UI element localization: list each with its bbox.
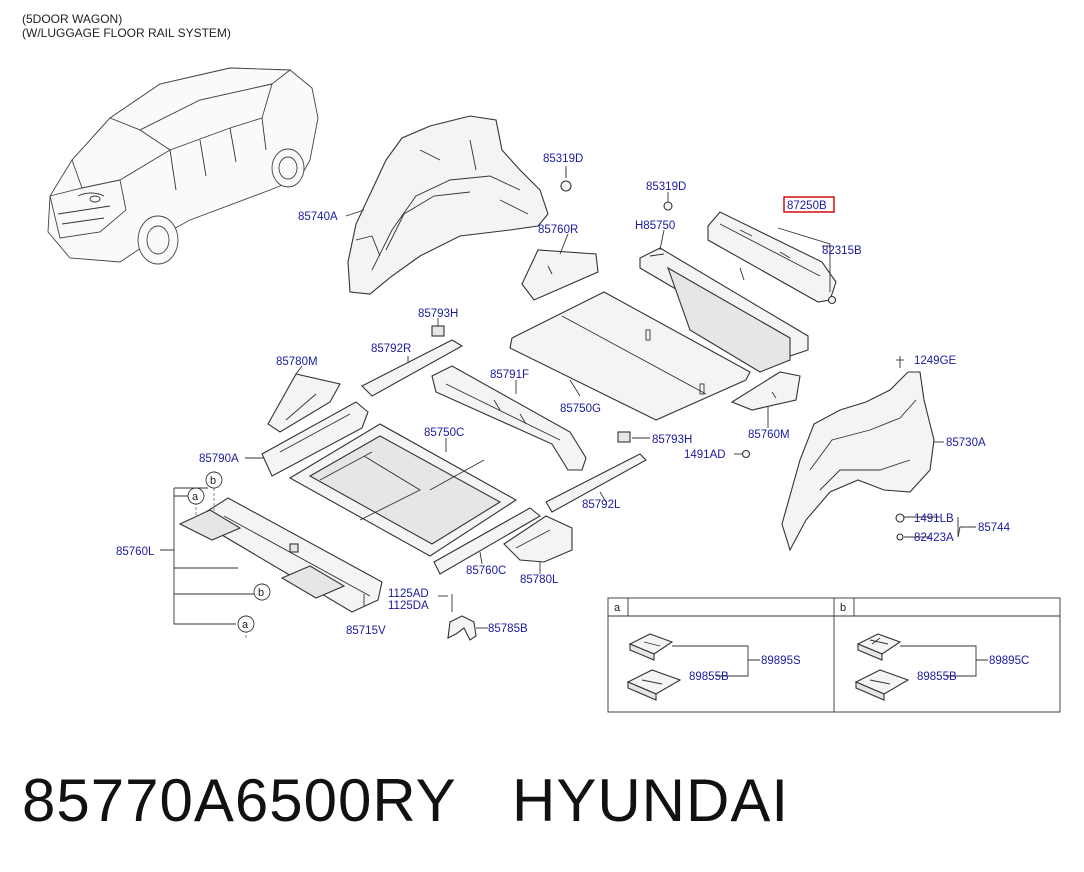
part-89855B-base-a[interactable] bbox=[626, 669, 682, 701]
detail-b-header: b bbox=[840, 602, 846, 614]
label-85780M[interactable]: 85780M bbox=[276, 356, 318, 368]
part-85750C-luggage-tray[interactable] bbox=[288, 423, 518, 557]
label-82315B[interactable]: 82315B bbox=[822, 245, 862, 257]
part-85780L-side-cover[interactable] bbox=[503, 515, 573, 563]
svg-text:a: a bbox=[242, 619, 249, 631]
label-85791F[interactable]: 85791F bbox=[490, 369, 529, 381]
label-1125AD[interactable]: 1125AD bbox=[388, 588, 429, 600]
label-85793H-upper[interactable]: 85793H bbox=[418, 308, 458, 320]
part-89895S-cover[interactable] bbox=[628, 633, 674, 661]
part-85780M-side-cover[interactable] bbox=[267, 373, 341, 433]
label-85780L[interactable]: 85780L bbox=[520, 574, 559, 586]
detail-box: a b 89895S 89855B 89895C 89855B bbox=[607, 597, 1061, 713]
part-85785B-bracket[interactable] bbox=[447, 594, 477, 641]
part-85730A-right-quarter-trim[interactable] bbox=[781, 371, 935, 552]
svg-text:a: a bbox=[192, 491, 199, 503]
part-1491AD-clip[interactable] bbox=[741, 449, 751, 459]
label-85730A[interactable]: 85730A bbox=[946, 437, 986, 449]
highlight-box-87250B bbox=[783, 196, 835, 213]
label-89855B-a[interactable]: 89855B bbox=[689, 671, 729, 683]
label-85790A[interactable]: 85790A bbox=[199, 453, 239, 465]
label-85785B[interactable]: 85785B bbox=[488, 623, 528, 635]
part-85760R-cover[interactable] bbox=[521, 249, 599, 301]
part-85791F-cross-bar[interactable] bbox=[431, 365, 587, 471]
label-85319D-left[interactable]: 85319D bbox=[543, 153, 583, 165]
part-85793H-clip-upper[interactable] bbox=[431, 325, 445, 337]
part-89855B-base-b[interactable] bbox=[854, 669, 910, 701]
svg-text:b: b bbox=[258, 587, 264, 599]
label-85740A[interactable]: 85740A bbox=[298, 211, 338, 223]
label-85715V[interactable]: 85715V bbox=[346, 625, 386, 637]
part-82423A-clip[interactable] bbox=[896, 533, 904, 541]
label-89855B-b[interactable]: 89855B bbox=[917, 671, 957, 683]
label-1125DA[interactable]: 1125DA bbox=[388, 600, 429, 612]
label-85792R[interactable]: 85792R bbox=[371, 343, 411, 355]
part-1491LB-clip[interactable] bbox=[895, 513, 905, 523]
part-85760C-rail[interactable] bbox=[433, 507, 541, 575]
part-floor-plate-right bbox=[280, 565, 346, 599]
label-85792L[interactable]: 85792L bbox=[582, 499, 621, 511]
leader-lines bbox=[160, 166, 976, 640]
part-85740A-left-quarter-trim[interactable] bbox=[347, 115, 549, 295]
footer-brand: HYUNDAI bbox=[512, 767, 790, 834]
callout-a-top: a bbox=[187, 487, 205, 505]
label-85319D-right[interactable]: 85319D bbox=[646, 181, 686, 193]
label-85750G[interactable]: 85750G bbox=[560, 403, 601, 415]
part-87250B-trunk-sill-plate[interactable] bbox=[707, 211, 837, 303]
callout-b-top: b bbox=[205, 471, 223, 489]
part-82315B-clip[interactable] bbox=[827, 295, 837, 305]
part-85750G-luggage-board[interactable] bbox=[509, 291, 751, 421]
label-1491AD[interactable]: 1491AD bbox=[684, 449, 726, 461]
part-85319D-clip-left[interactable] bbox=[560, 180, 572, 192]
label-89895S[interactable]: 89895S bbox=[761, 655, 801, 667]
part-85792L-rail[interactable] bbox=[545, 453, 647, 513]
label-82423A[interactable]: 82423A bbox=[914, 532, 954, 544]
part-85790A-rear-sill-rail[interactable] bbox=[261, 401, 369, 477]
part-floor-plate-left bbox=[178, 509, 242, 541]
svg-text:b: b bbox=[210, 475, 216, 487]
part-85792R-rail[interactable] bbox=[361, 339, 464, 397]
part-89895C-cover[interactable] bbox=[856, 633, 902, 661]
label-89895C[interactable]: 89895C bbox=[989, 655, 1029, 667]
label-85760C[interactable]: 85760C bbox=[466, 565, 506, 577]
label-85750C[interactable]: 85750C bbox=[424, 427, 464, 439]
callout-b-bottom: b bbox=[253, 583, 271, 601]
part-85319D-clip-right[interactable] bbox=[663, 201, 673, 211]
callout-a-bottom: a bbox=[237, 615, 255, 633]
label-1249GE[interactable]: 1249GE bbox=[914, 355, 957, 367]
part-85793H-clip-lower[interactable] bbox=[617, 431, 631, 443]
part-85760L-rail[interactable] bbox=[199, 497, 383, 613]
part-labels: 85319D 85740A 85760R 85319D H85750 87250… bbox=[116, 153, 1011, 637]
label-87250B[interactable]: 87250B bbox=[787, 200, 827, 212]
label-85760L[interactable]: 85760L bbox=[116, 546, 155, 558]
part-85760M-cover[interactable] bbox=[730, 371, 801, 411]
label-1491LB[interactable]: 1491LB bbox=[914, 513, 954, 525]
label-85760R[interactable]: 85760R bbox=[538, 224, 578, 236]
label-85793H-lower[interactable]: 85793H bbox=[652, 434, 692, 446]
label-85760M[interactable]: 85760M bbox=[748, 429, 790, 441]
car-illustration bbox=[47, 67, 319, 265]
footer-part-number: 85770A6500RY bbox=[22, 767, 457, 834]
label-85744[interactable]: 85744 bbox=[978, 522, 1011, 534]
detail-a-header: a bbox=[614, 602, 621, 614]
label-H85750[interactable]: H85750 bbox=[635, 220, 675, 232]
diagram-subtitle-line1: (5DOOR WAGON) bbox=[22, 12, 123, 26]
diagram-subtitle-line2: (W/LUGGAGE FLOOR RAIL SYSTEM) bbox=[22, 26, 231, 40]
